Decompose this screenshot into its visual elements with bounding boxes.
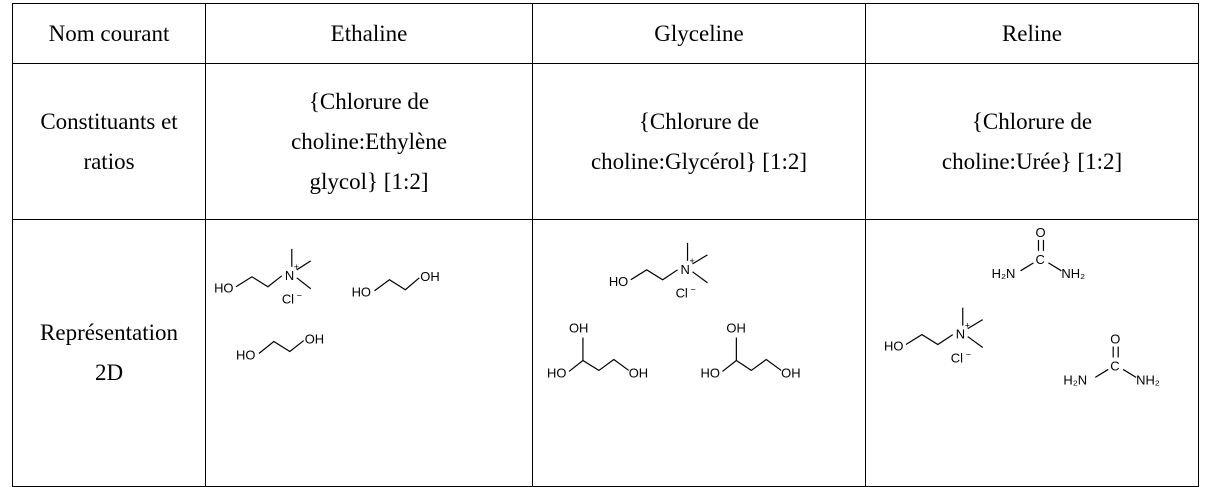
constituents-reline-cell: {Chlorure de choline:Urée} [1:2] xyxy=(865,63,1199,220)
atom-label-ho: HO xyxy=(884,339,903,354)
reline-structure-drawing: O C H₂N NH₂ HO N + Cl xyxy=(884,225,1160,388)
header-ethaline: Ethaline xyxy=(330,20,408,46)
header-label: Nom courant xyxy=(48,20,170,46)
charge-minus: − xyxy=(966,349,971,359)
glyceline-structure-drawing: HO N + Cl − OH HO OH xyxy=(547,242,801,381)
structure-label-cell: Représentation 2D xyxy=(12,219,206,487)
header-row: Nom courant Ethaline Glyceline Reline xyxy=(12,3,1199,64)
atom-label-o: O xyxy=(1035,225,1045,240)
glycerol-molecule-1: OH HO OH xyxy=(547,321,648,381)
atom-label-o: O xyxy=(1110,332,1120,347)
header-label-cell: Nom courant xyxy=(12,3,206,64)
des-comparison-table: Nom courant Ethaline Glyceline Reline Co… xyxy=(12,3,1199,487)
atom-label-cl: Cl xyxy=(951,350,963,365)
constituents-glyceline: {Chlorure de choline:Glycérol} [1:2] xyxy=(590,108,808,174)
atom-label-h2n: H₂N xyxy=(1063,372,1087,387)
atom-label-oh: OH xyxy=(305,332,324,347)
header-reline: Reline xyxy=(1001,20,1063,46)
constituents-reline: {Chlorure de choline:Urée} [1:2] xyxy=(941,108,1123,174)
atom-label-n: N xyxy=(956,327,965,342)
constituents-glyceline-cell: {Chlorure de choline:Glycérol} [1:2] xyxy=(532,63,866,220)
atom-label-n: N xyxy=(285,268,294,283)
atom-label-oh: OH xyxy=(569,321,588,336)
structure-glyceline-cell: HO N + Cl − OH HO OH xyxy=(532,219,866,487)
atom-label-ho: HO xyxy=(609,274,628,289)
atom-label-oh: OH xyxy=(420,269,439,284)
charge-plus: + xyxy=(965,321,970,331)
ethaline-structure-drawing: HO N + Cl − HO OH HO xyxy=(214,248,440,363)
structure-label: Représentation 2D xyxy=(40,320,178,385)
atom-label-c: C xyxy=(1110,358,1119,373)
constituents-row: Constituants et ratios {Chlorure de chol… xyxy=(12,63,1199,220)
atom-label-ho: HO xyxy=(214,281,233,296)
atom-label-n: N xyxy=(681,262,690,277)
constituents-label-cell: Constituants et ratios xyxy=(12,63,206,220)
header-reline-cell: Reline xyxy=(865,3,1199,64)
atom-label-nh2: NH₂ xyxy=(1061,266,1085,281)
atom-label-ho: HO xyxy=(547,365,566,380)
atom-label-ho: HO xyxy=(700,365,719,380)
urea-molecule-2: O C H₂N NH₂ xyxy=(1063,332,1159,388)
atom-label-nh2: NH₂ xyxy=(1136,372,1160,387)
glycerol-molecule-2: OH HO OH xyxy=(700,321,800,381)
constituents-ethaline-cell: {Chlorure de choline:Ethylène glycol} [1… xyxy=(205,63,533,220)
structure-row: Représentation 2D HO N + Cl − HO xyxy=(12,219,1199,487)
constituents-ethaline: {Chlorure de choline:Ethylène glycol} [1… xyxy=(291,88,447,194)
structure-ethaline-cell: HO N + Cl − HO OH HO xyxy=(205,219,533,487)
atom-label-ho: HO xyxy=(236,347,255,362)
atom-label-oh: OH xyxy=(781,365,800,380)
constituents-label: Constituants et ratios xyxy=(40,108,178,174)
atom-label-c: C xyxy=(1035,252,1044,267)
header-glyceline-cell: Glyceline xyxy=(532,3,866,64)
choline-chloride-molecule: HO N + Cl − xyxy=(609,242,708,301)
header-ethaline-cell: Ethaline xyxy=(205,3,533,64)
atom-label-h2n: H₂N xyxy=(992,266,1016,281)
atom-label-oh: OH xyxy=(726,321,745,336)
ethylene-glycol-molecule-1: HO OH xyxy=(352,269,440,300)
atom-label-ho: HO xyxy=(352,285,371,300)
atom-label-cl: Cl xyxy=(282,292,294,307)
charge-minus: − xyxy=(691,285,696,295)
atom-label-cl: Cl xyxy=(676,286,688,301)
choline-chloride-molecule: HO N + Cl − xyxy=(884,307,984,365)
charge-minus: − xyxy=(297,291,302,301)
charge-plus: + xyxy=(690,256,695,266)
choline-chloride-molecule: HO N + Cl − xyxy=(214,248,312,307)
structure-reline-cell: O C H₂N NH₂ HO N + Cl xyxy=(865,219,1199,487)
urea-molecule-1: O C H₂N NH₂ xyxy=(992,225,1085,281)
charge-plus: + xyxy=(294,262,299,272)
header-glyceline: Glyceline xyxy=(654,20,744,46)
atom-label-oh: OH xyxy=(629,365,648,380)
ethylene-glycol-molecule-2: HO OH xyxy=(236,332,324,363)
